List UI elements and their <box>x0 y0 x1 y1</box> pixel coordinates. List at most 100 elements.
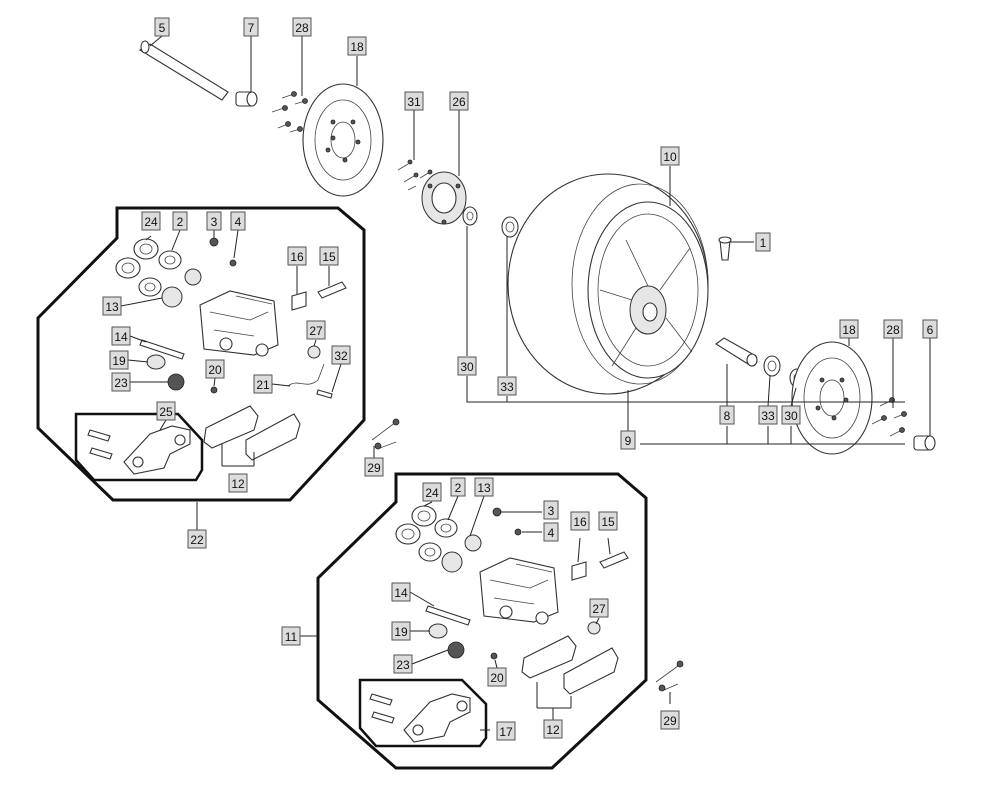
callout-box <box>719 405 735 425</box>
callout-box <box>228 473 248 493</box>
callout-17: 17 <box>496 721 516 741</box>
collar-part <box>913 435 936 451</box>
callout-number: 2 <box>455 481 462 495</box>
callout-box <box>391 621 411 641</box>
caliper-kit-22 <box>115 237 347 461</box>
callout-15: 15 <box>319 246 339 266</box>
callout-4: 4 <box>543 522 559 542</box>
callout-number: 16 <box>573 515 587 529</box>
callout-number: 15 <box>322 250 336 264</box>
callout-12: 12 <box>228 473 248 493</box>
callout-box <box>154 17 170 37</box>
callout-box <box>287 246 307 266</box>
callout-16: 16 <box>287 246 307 266</box>
callout-number: 18 <box>350 40 364 54</box>
callout-box <box>883 319 903 339</box>
callout-box <box>839 319 859 339</box>
callout-box <box>598 511 618 531</box>
callout-number: 25 <box>159 405 173 419</box>
callout-box <box>497 376 517 396</box>
callout-box <box>347 36 367 56</box>
seal-part <box>501 216 519 238</box>
callout-16: 16 <box>570 511 590 531</box>
callout-2: 2 <box>172 211 188 231</box>
callout-number: 8 <box>724 409 731 423</box>
callout-33: 33 <box>497 376 517 396</box>
wheel-spacer-part <box>715 337 758 367</box>
callout-number: 31 <box>407 95 421 109</box>
callout-box <box>306 320 326 340</box>
callout-30: 30 <box>457 356 477 376</box>
callout-number: 5 <box>159 21 166 35</box>
callout-number: 7 <box>248 21 255 35</box>
callout-number: 10 <box>663 150 677 164</box>
callout-3: 3 <box>206 211 222 231</box>
lower-caliper-bolt-part <box>655 660 684 692</box>
callout-number: 4 <box>235 215 242 229</box>
callout-box <box>422 482 442 502</box>
callout-box <box>205 359 225 379</box>
callout-19: 19 <box>109 350 129 370</box>
caliper-bracket-17 <box>369 693 471 743</box>
callout-box <box>543 719 563 739</box>
callout-23: 23 <box>393 654 413 674</box>
caliper-group-22-outline <box>36 206 366 502</box>
callout-box <box>543 500 559 520</box>
callout-number: 2 <box>177 215 184 229</box>
callout-box <box>543 522 559 542</box>
callout-28: 28 <box>292 17 312 37</box>
callout-box <box>364 457 384 477</box>
callout-20: 20 <box>487 667 507 687</box>
callout-number: 13 <box>105 300 119 314</box>
callout-number: 30 <box>460 360 474 374</box>
callout-number: 20 <box>208 363 222 377</box>
callout-number: 18 <box>842 323 856 337</box>
callout-7: 7 <box>243 17 259 37</box>
callout-30: 30 <box>781 405 801 425</box>
callout-22: 22 <box>187 529 207 549</box>
callout-box <box>281 626 301 646</box>
callout-27: 27 <box>589 598 609 618</box>
callout-number: 14 <box>114 330 128 344</box>
caliper-bracket-25 <box>87 425 191 475</box>
disc-bolts-part <box>271 91 308 133</box>
callout-number: 15 <box>601 515 615 529</box>
callout-29: 29 <box>364 457 384 477</box>
sensor-ring-part <box>421 171 467 225</box>
callout-13: 13 <box>474 477 494 497</box>
right-disc-bolts-part <box>871 397 907 437</box>
callout-number: 30 <box>784 409 798 423</box>
callout-box <box>331 345 351 365</box>
callout-2: 2 <box>450 477 466 497</box>
caliper-kit-11 <box>395 505 629 695</box>
callout-box <box>589 598 609 618</box>
callout-box <box>487 667 507 687</box>
callout-number: 13 <box>477 481 491 495</box>
callout-5: 5 <box>154 17 170 37</box>
callout-26: 26 <box>449 91 469 111</box>
callout-32: 32 <box>331 345 351 365</box>
callout-box <box>781 405 801 425</box>
callout-number: 33 <box>761 409 775 423</box>
callout-box <box>253 374 273 394</box>
callout-number: 24 <box>425 486 439 500</box>
callout-33: 33 <box>758 405 778 425</box>
callout-number: 23 <box>396 658 410 672</box>
callout-number: 26 <box>452 95 466 109</box>
callout-number: 27 <box>592 602 606 616</box>
callout-number: 32 <box>334 349 348 363</box>
callout-box <box>141 211 161 231</box>
callout-box <box>243 17 259 37</box>
callout-12: 12 <box>543 719 563 739</box>
callout-18: 18 <box>839 319 859 339</box>
callout-box <box>660 710 680 730</box>
callout-number: 17 <box>499 725 513 739</box>
callout-8: 8 <box>719 405 735 425</box>
callout-25: 25 <box>156 401 176 421</box>
callout-number: 12 <box>546 723 560 737</box>
callout-box <box>496 721 516 741</box>
callout-box <box>449 91 469 111</box>
callout-box <box>172 211 188 231</box>
caliper-bolt-part <box>371 418 400 450</box>
